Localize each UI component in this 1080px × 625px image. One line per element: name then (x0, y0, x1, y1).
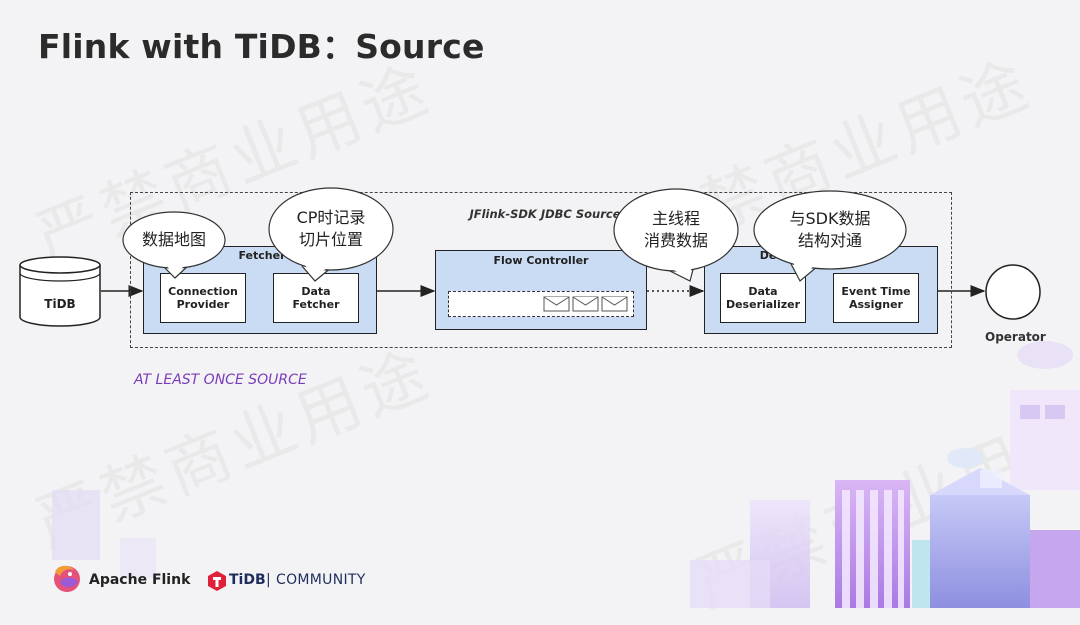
slide-title: Flink with TiDB：Source (38, 27, 485, 66)
logo-separator: | (266, 572, 271, 588)
fetcher-title: Fetcher (238, 249, 286, 262)
flow-controller-title: Flow Controller (493, 254, 589, 267)
bubble-sdk-structure: 与SDK数据 结构对通 (789, 209, 871, 250)
bubble-checkpoint-shape (268, 187, 394, 271)
bubble-checkpoint: CP时记录 切片位置 (296, 208, 366, 249)
tidb-label: TiDB (44, 297, 76, 311)
operator-label: Operator (985, 330, 1046, 344)
message-queue (448, 291, 634, 317)
data-deserializer-box: Data Deserializer (720, 273, 806, 323)
tidb-logo-icon (208, 571, 226, 591)
event-time-assigner-box: Event Time Assigner (833, 273, 919, 323)
bubble-sdk-structure-shape (753, 190, 907, 270)
tidb-database-icon (19, 256, 101, 327)
connection-provider-box: Connection Provider (160, 273, 246, 323)
jdbc-source-frame (130, 192, 952, 348)
community-text: COMMUNITY (276, 572, 366, 588)
operator-node (985, 264, 1041, 320)
apache-flink-logo-text: Apache Flink (89, 572, 191, 588)
bubble-data-map: 数据地图 (141, 230, 206, 249)
bubble-main-thread: 主线程 消费数据 (643, 209, 708, 250)
tidb-logo-text: TiDB (229, 572, 266, 588)
flink-squirrel-icon (54, 565, 80, 592)
source-title: JFlink-SDK JDBC Source (469, 207, 621, 221)
speech-bubbles (122, 187, 907, 282)
message-envelopes (543, 296, 628, 312)
diagram-connectors (101, 285, 986, 297)
at-least-once-label: AT LEAST ONCE SOURCE (134, 372, 307, 388)
